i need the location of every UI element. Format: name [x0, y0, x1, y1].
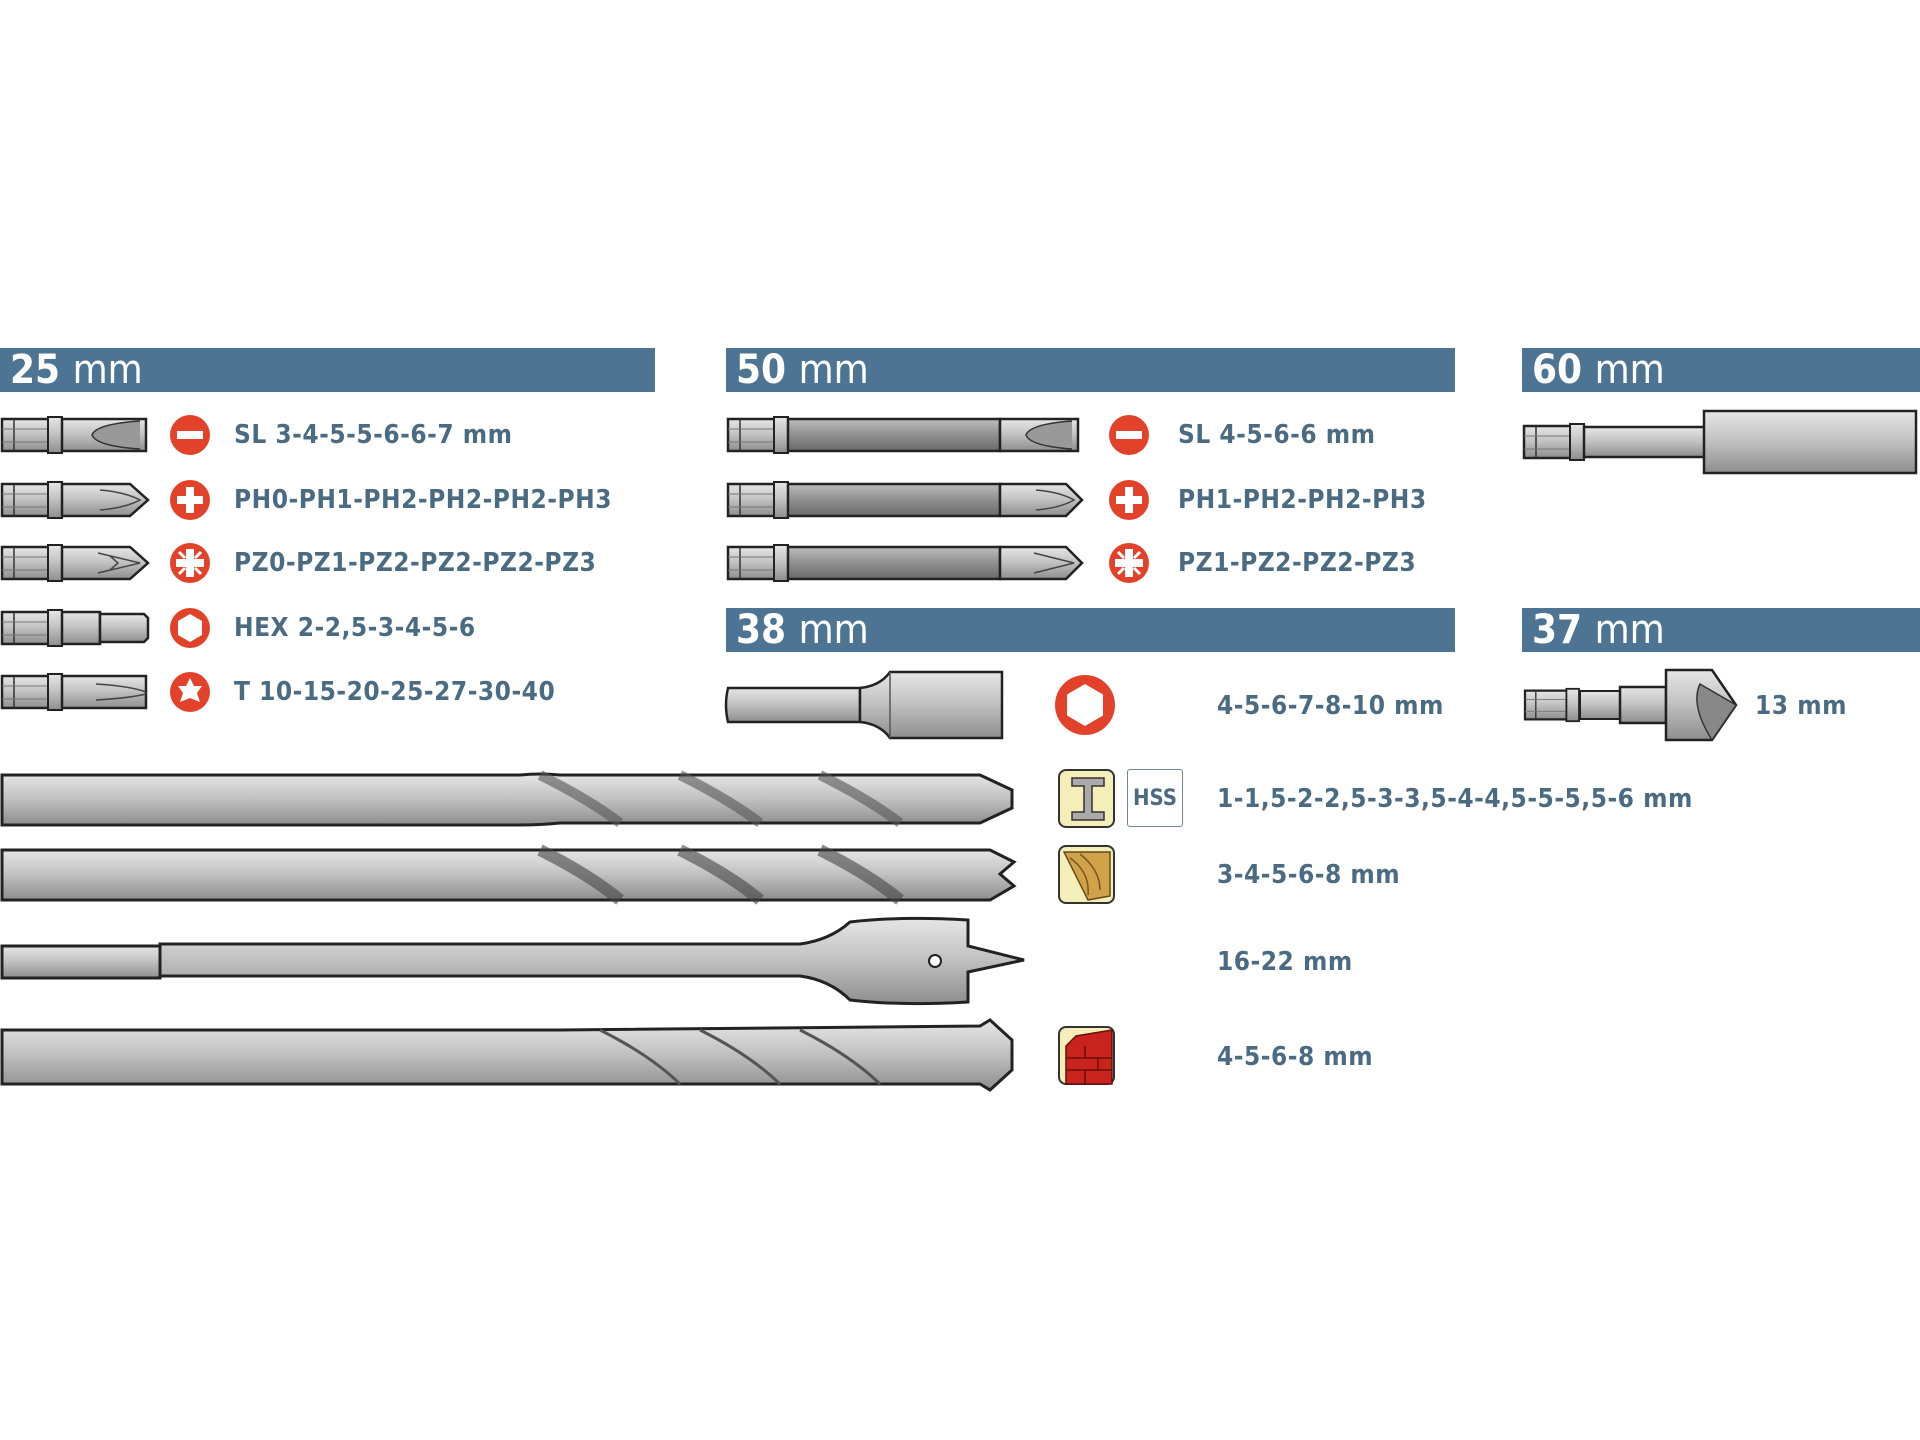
bit-25-slotted	[0, 415, 148, 455]
section-header-37mm: 37 mm	[1522, 608, 1920, 652]
hss-badge: HSS	[1127, 769, 1183, 827]
metal-drill-sizes: 1-1,5-2-2,5-3-3,5-4-4,5-5-5,5-6 mm	[1217, 784, 1693, 814]
hex-icon	[170, 608, 210, 648]
section-header-50mm: 50 mm	[726, 348, 1455, 392]
socket-sizes-label: 4-5-6-7-8-10 mm	[1217, 691, 1444, 721]
length-value: 60	[1532, 347, 1583, 393]
phillips-icon	[170, 480, 210, 520]
bit-50-label: PZ1-PZ2-PZ2-PZ3	[1178, 548, 1417, 578]
bit-25-torx	[0, 672, 148, 712]
length-unit: mm	[798, 347, 869, 393]
metal-drill-bit	[0, 770, 1014, 827]
length-unit: mm	[72, 347, 143, 393]
section-header-38mm: 38 mm	[726, 608, 1455, 652]
length-value: 50	[736, 347, 787, 393]
wood-drill-bit	[0, 844, 1017, 905]
hex-socket-icon	[1055, 675, 1115, 735]
section-header-25mm: 25 mm	[0, 348, 655, 392]
bit-25-label: T 10-15-20-25-27-30-40	[234, 677, 556, 707]
nut-setter-38mm	[724, 670, 1004, 740]
length-value: 37	[1532, 607, 1583, 653]
length-unit: mm	[798, 607, 869, 653]
pozidriv-icon	[170, 543, 210, 583]
length-value: 25	[10, 347, 61, 393]
metal-material-icon	[1058, 769, 1115, 828]
phillips-icon	[1109, 480, 1149, 520]
masonry-drill-bit	[0, 1018, 1014, 1092]
masonry-drill-sizes: 4-5-6-8 mm	[1217, 1042, 1374, 1072]
slotted-icon	[1109, 415, 1149, 455]
bit-25-phillips	[0, 480, 150, 520]
wood-drill-sizes: 3-4-5-6-8 mm	[1217, 860, 1401, 890]
bit-50-pozidriv	[726, 543, 1084, 583]
masonry-material-icon	[1058, 1026, 1115, 1085]
bit-25-hex	[0, 608, 150, 648]
bit-50-label: PH1-PH2-PH2-PH3	[1178, 485, 1427, 515]
spade-drill-sizes: 16-22 mm	[1217, 947, 1353, 977]
slotted-icon	[170, 415, 210, 455]
bit-25-label: PZ0-PZ1-PZ2-PZ2-PZ2-PZ3	[234, 548, 597, 578]
length-unit: mm	[1594, 347, 1665, 393]
section-header-60mm: 60 mm	[1522, 348, 1920, 392]
bit-25-label: SL 3-4-5-5-6-6-7 mm	[234, 420, 513, 450]
torx-icon	[170, 672, 210, 712]
length-value: 38	[736, 607, 787, 653]
length-unit: mm	[1594, 607, 1665, 653]
bit-50-slotted	[726, 415, 1080, 455]
bit-50-label: SL 4-5-6-6 mm	[1178, 420, 1376, 450]
wood-material-icon	[1058, 845, 1115, 904]
bit-25-pozidriv	[0, 543, 150, 583]
pozidriv-icon	[1109, 543, 1149, 583]
countersink-37mm	[1523, 668, 1738, 742]
bit-25-label: HEX 2-2,5-3-4-5-6	[234, 613, 476, 643]
bit-25-label: PH0-PH1-PH2-PH2-PH2-PH3	[234, 485, 613, 515]
bit-50-phillips	[726, 480, 1084, 520]
countersink-size-label: 13 mm	[1755, 691, 1847, 721]
spade-drill-bit	[0, 916, 1025, 1006]
bit-holder-60mm	[1522, 409, 1918, 475]
